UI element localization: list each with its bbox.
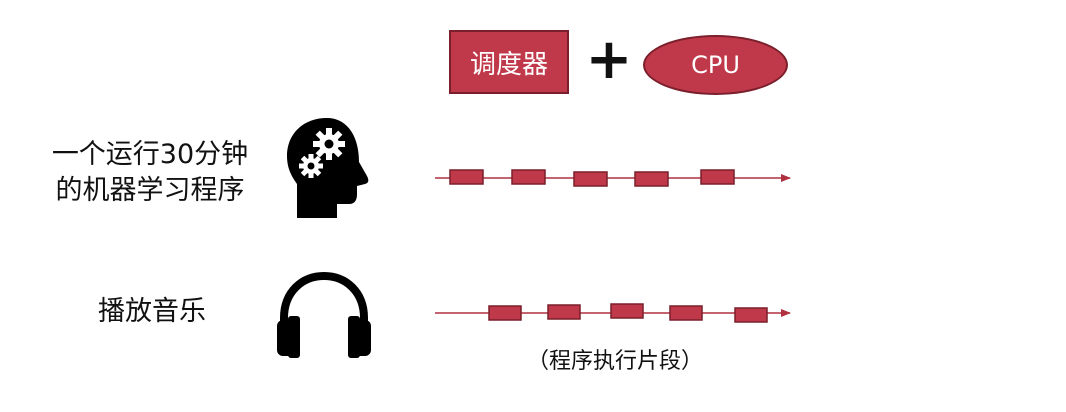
- cpu-ellipse: CPU: [643, 35, 788, 95]
- task-label-music: 播放音乐: [80, 294, 224, 330]
- scheduler-label: 调度器: [469, 49, 548, 80]
- cpu-label: CPU: [691, 51, 740, 79]
- segment-caption: （程序执行片段）: [526, 349, 703, 374]
- task-label-ml: 一个运行30分钟 的机器学习程序: [38, 137, 262, 209]
- headphones-icon: [277, 271, 371, 358]
- plus-sign: +: [585, 27, 633, 92]
- segment-music-2: [547, 304, 581, 320]
- segment-music-5: [734, 307, 768, 323]
- segment-ml-2: [511, 169, 546, 185]
- segment-ml-1: [449, 169, 484, 185]
- segment-ml-3: [573, 171, 608, 187]
- task-label-ml-line1: 一个运行30分钟: [51, 139, 249, 170]
- segment-ml-4: [634, 171, 669, 187]
- segment-music-4: [669, 305, 703, 321]
- task-label-ml-line2: 的机器学习程序: [55, 175, 245, 206]
- segment-music-3: [610, 303, 644, 319]
- scheduler-box: 调度器: [449, 30, 569, 94]
- head-gears-icon: [287, 118, 369, 218]
- segment-music-1: [488, 305, 522, 321]
- task-label-music-text: 播放音乐: [98, 296, 206, 327]
- timeline-diagram: [435, 169, 791, 323]
- segment-ml-5: [700, 169, 735, 185]
